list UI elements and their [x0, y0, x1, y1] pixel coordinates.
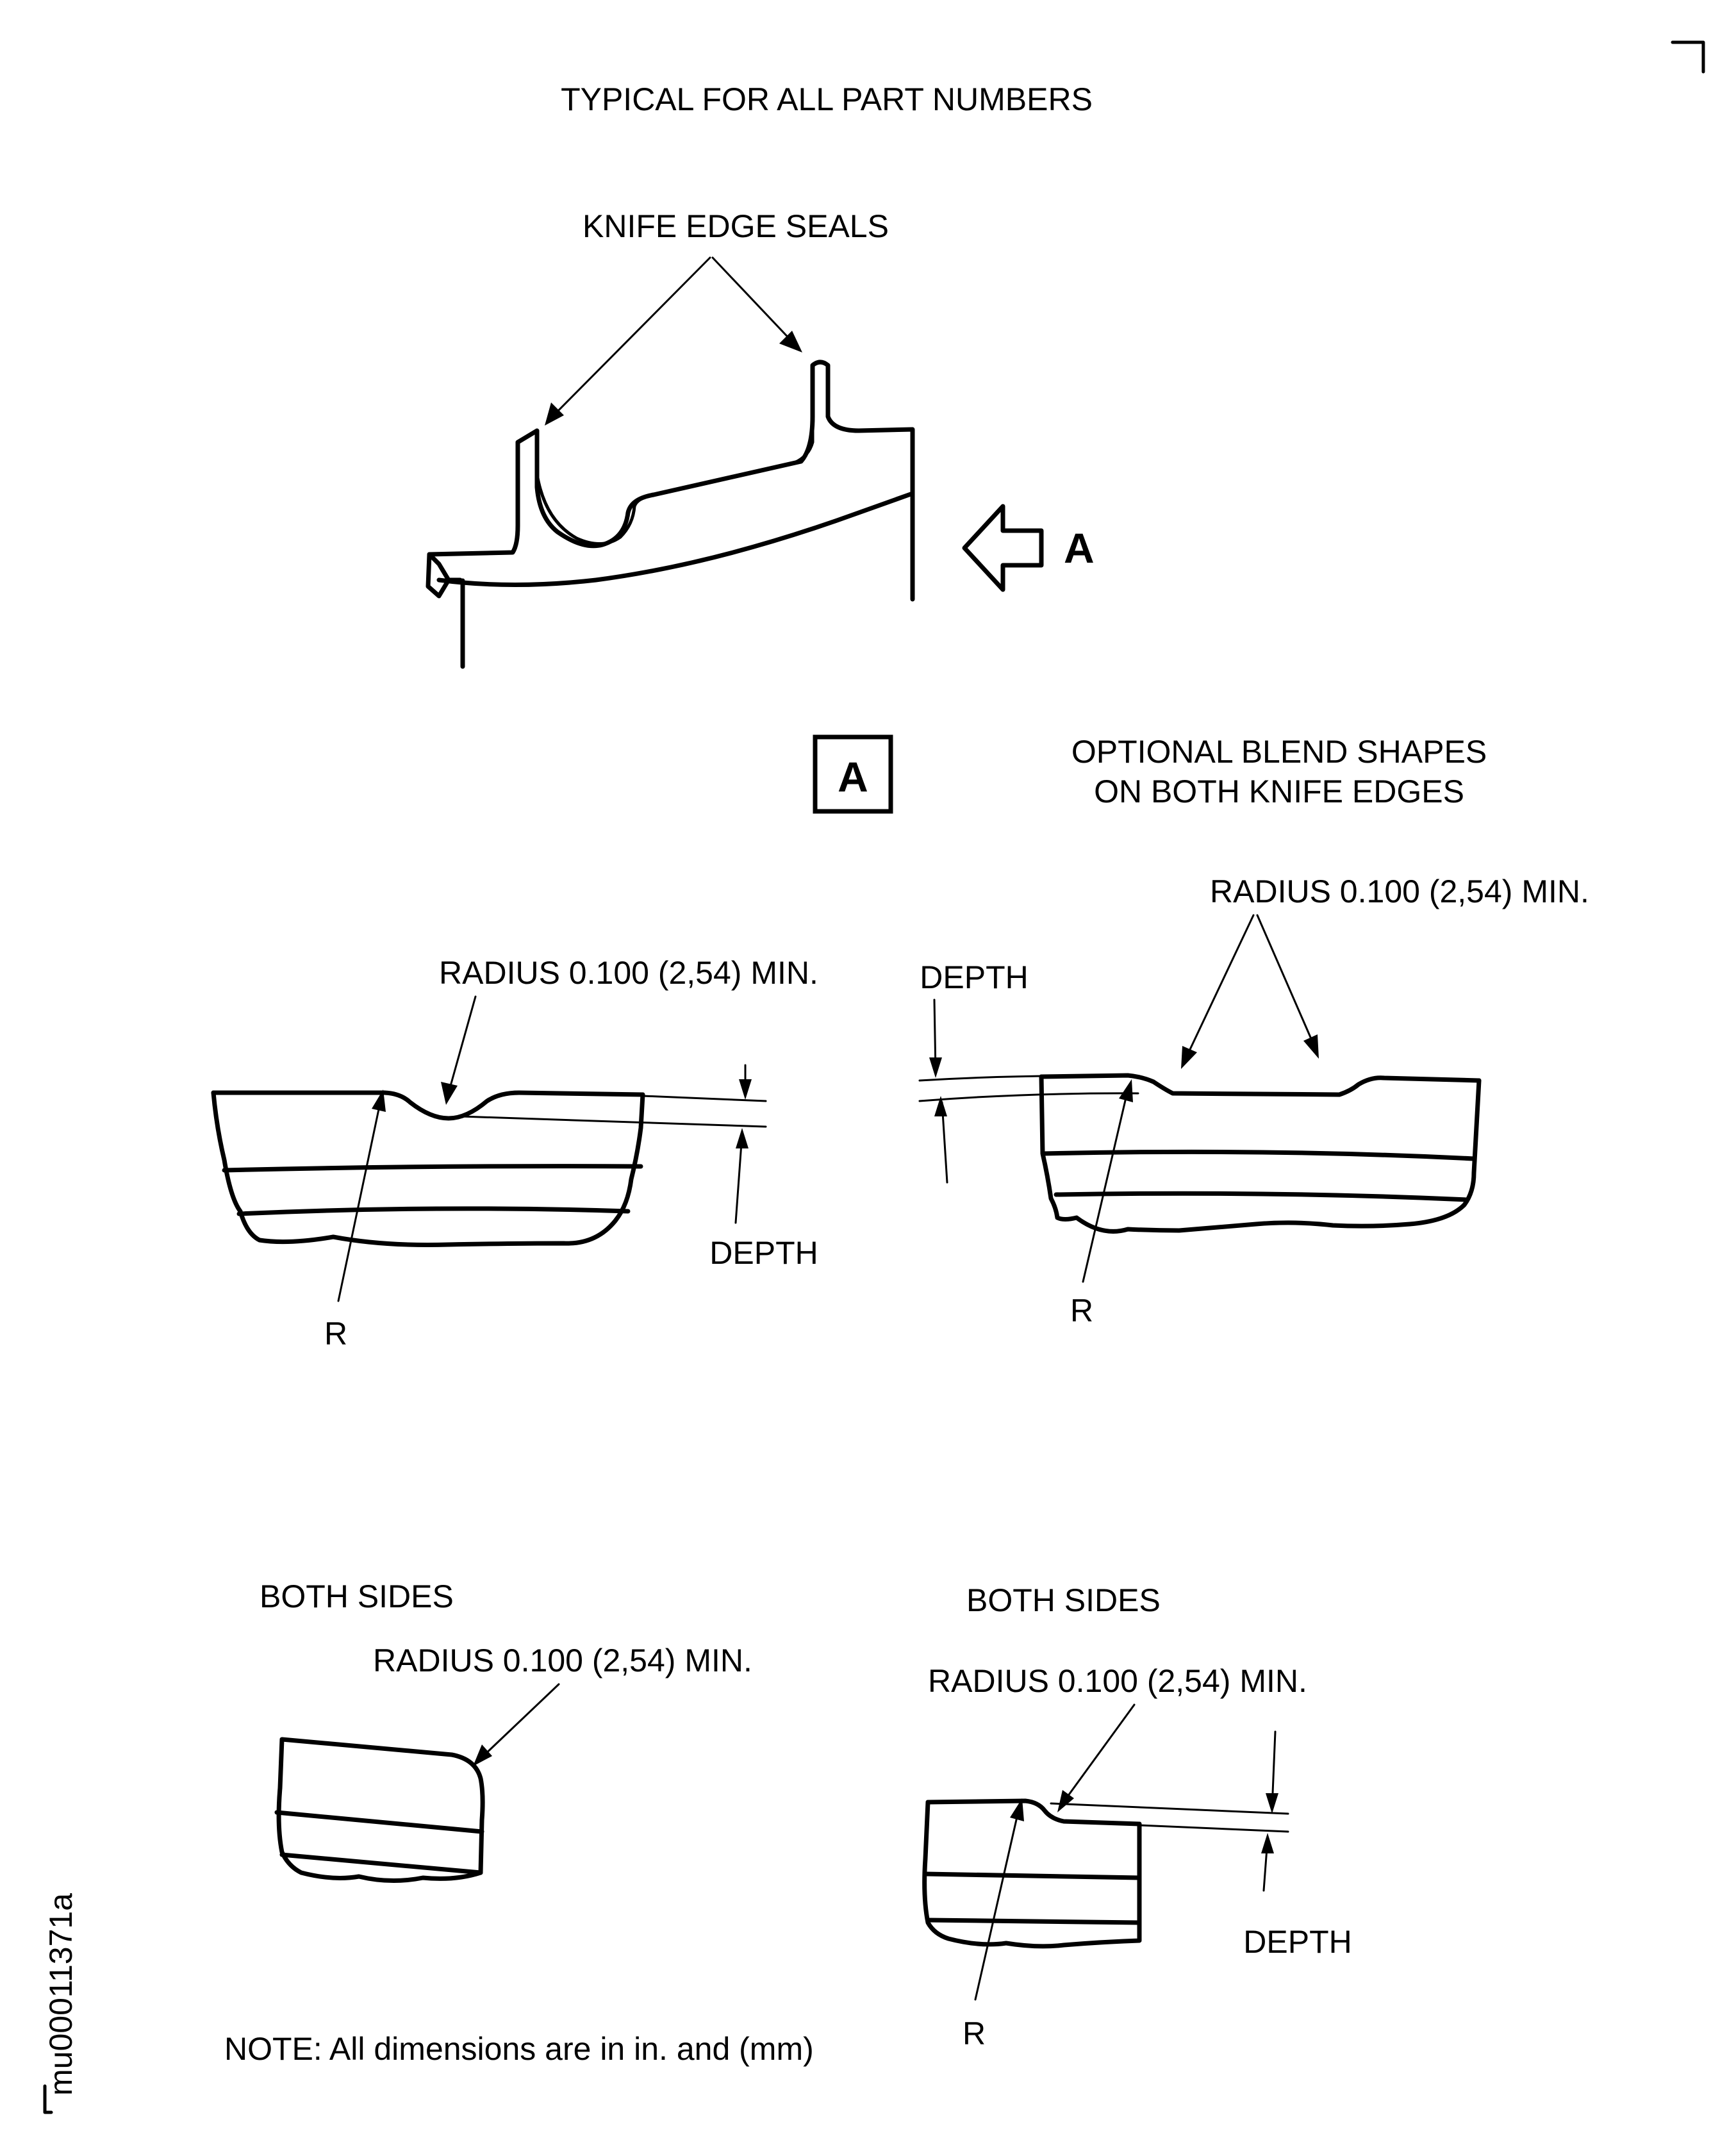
knife-edge-top-surface[interactable] [211, 1090, 645, 1121]
detail-bottom-right: BOTH SIDES RADIUS 0.100 (2,54) MIN. DEPT… [922, 1582, 1352, 2051]
view-a-caption-line2: ON BOTH KNIFE EDGES [1094, 774, 1464, 809]
depth-extension-upper [641, 1095, 767, 1102]
seal-body-outline [427, 360, 915, 669]
knife-edge-band-upper [274, 1810, 484, 1834]
arrowhead [1010, 1798, 1024, 1821]
arrowhead [372, 1089, 386, 1112]
knife-edge-leader-right [711, 256, 795, 344]
view-a-box [813, 734, 893, 814]
arrowhead [934, 1096, 947, 1116]
figure-id-bracket [43, 2084, 53, 2114]
figure-id: mu00011371a [43, 1893, 79, 2096]
both-sides-label: BOTH SIDES [260, 1578, 454, 1614]
depth-label: DEPTH [1243, 1924, 1352, 1960]
arrowhead [545, 402, 564, 426]
detail-top-left: RADIUS 0.100 (2,54) MIN. DEPTH R [211, 955, 818, 1352]
radius-label: RADIUS 0.100 (2,54) MIN. [928, 1663, 1307, 1699]
radius-leader [447, 995, 477, 1094]
arrowhead [1261, 1833, 1274, 1853]
knife-edge-top-surface[interactable] [925, 1798, 1142, 1827]
r-label: R [324, 1316, 347, 1352]
radius-leader-left [1186, 914, 1255, 1057]
radius-label: RADIUS 0.100 (2,54) MIN. [439, 955, 818, 991]
knife-edge-outline[interactable] [276, 1737, 485, 1884]
knife-edge-band-upper [222, 1164, 643, 1173]
arrowhead [473, 1744, 492, 1766]
depth-label: DEPTH [920, 959, 1028, 995]
knife-edge-band-lower [925, 1918, 1142, 1925]
knife-edge-top-surface[interactable] [1039, 1073, 1482, 1097]
view-a-caption-line1: OPTIONAL BLEND SHAPES [1071, 734, 1487, 770]
seal-knife-edge-right-inner [793, 370, 814, 465]
detail-top-right: RADIUS 0.100 (2,54) MIN. DEPTH R [918, 874, 1589, 1329]
arrowhead [1181, 1046, 1197, 1069]
r-leader [337, 1096, 383, 1302]
depth-extension-lower [1138, 1824, 1289, 1833]
depth-extension-lower [918, 1092, 1139, 1102]
r-leader [1082, 1088, 1129, 1283]
page-title: TYPICAL FOR ALL PART NUMBERS [561, 81, 1093, 117]
radius-leader [1061, 1703, 1136, 1805]
knife-edge-outline [1039, 1074, 1482, 1234]
depth-arrow-bottom-line [734, 1133, 743, 1224]
arrowhead [929, 1057, 942, 1078]
knife-edge-band-lower [236, 1206, 631, 1216]
knife-edge-seals-label: KNIFE EDGE SEALS [583, 208, 889, 244]
knife-edge-band-lower [279, 1852, 483, 1875]
arrowhead [736, 1128, 748, 1148]
view-a-arrow[interactable] [962, 504, 1044, 592]
arrowhead [1303, 1034, 1319, 1059]
radius-leader [481, 1683, 560, 1759]
seal-left-lip [426, 552, 451, 599]
r-label: R [963, 2016, 986, 2051]
arrowhead [441, 1082, 458, 1105]
knife-edge-left-end [211, 1090, 645, 1247]
knife-edge-outline [922, 1800, 1142, 1949]
seal-lower-curve [436, 491, 915, 587]
arrowhead [1119, 1079, 1133, 1102]
radius-label: RADIUS 0.100 (2,54) MIN. [1210, 874, 1589, 909]
arrowhead [739, 1079, 752, 1100]
arrowhead [779, 331, 802, 352]
depth-extension-lower [460, 1115, 767, 1128]
detail-bottom-left: BOTH SIDES RADIUS 0.100 (2,54) MIN. [260, 1578, 752, 1884]
radius-label: RADIUS 0.100 (2,54) MIN. [373, 1643, 752, 1678]
arrowhead [1266, 1793, 1278, 1814]
view-a-arrow-label: A [1064, 524, 1095, 572]
corner-mark [1671, 40, 1705, 74]
r-leader [974, 1807, 1020, 2001]
r-label: R [1070, 1293, 1093, 1329]
depth-label: DEPTH [709, 1235, 818, 1271]
knife-edge-band-lower [1054, 1191, 1470, 1202]
knife-edge-leader-left [551, 256, 711, 418]
seal-inner-line [535, 472, 662, 545]
dimensions-note: NOTE: All dimensions are in in. and (mm) [224, 2031, 814, 2067]
both-sides-label: BOTH SIDES [966, 1582, 1161, 1618]
depth-extension-upper [1050, 1802, 1289, 1815]
knife-edge-band-upper [923, 1871, 1142, 1880]
knife-edge-band-upper [1041, 1149, 1476, 1161]
radius-leader-right [1256, 914, 1315, 1046]
view-a-box-label: A [838, 753, 868, 800]
arrowhead [1057, 1790, 1074, 1812]
seal-drawing: KNIFE EDGE SEALS A [426, 208, 1095, 669]
